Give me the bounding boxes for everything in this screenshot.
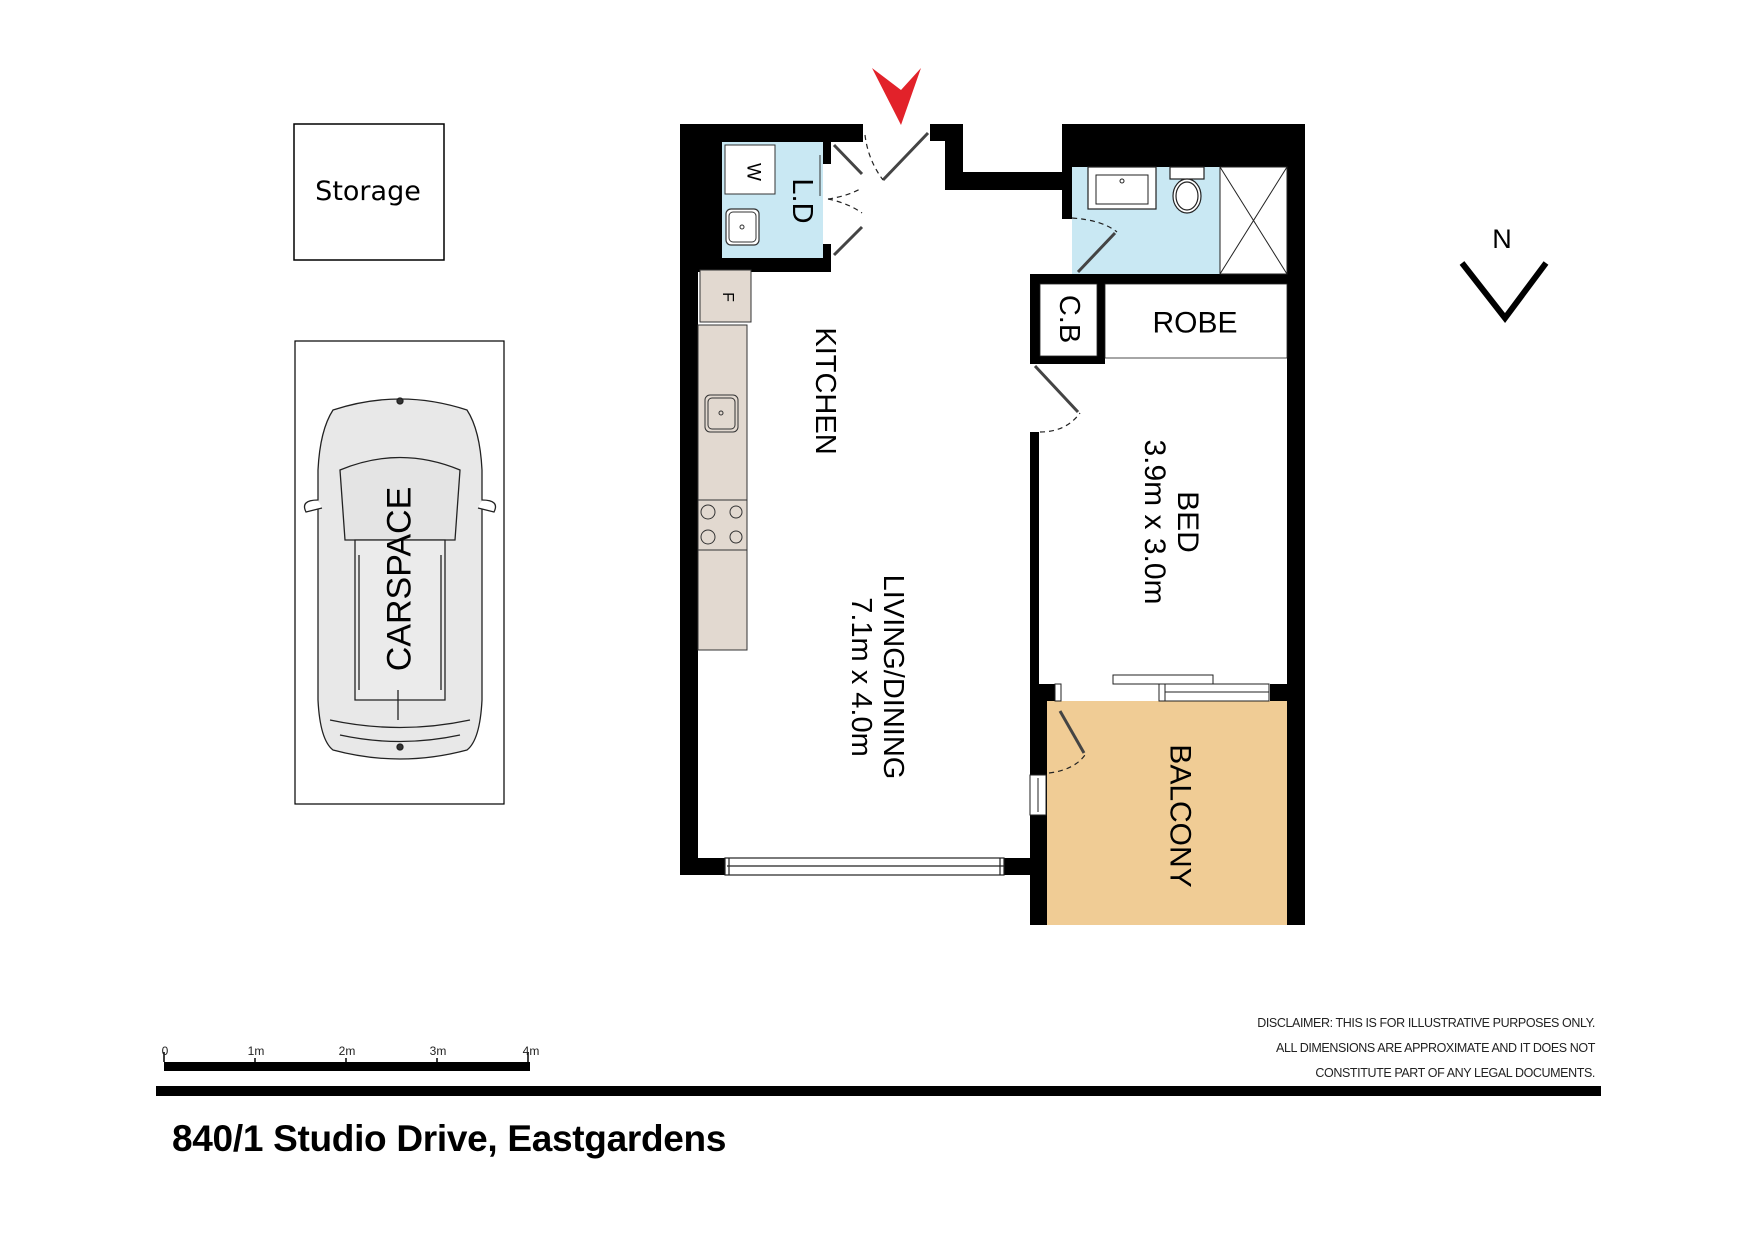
north-label: N xyxy=(1492,224,1512,254)
scale-bar xyxy=(163,1052,530,1071)
robe xyxy=(1104,283,1288,359)
carspace-label: CARSPACE xyxy=(380,486,419,672)
north-arrow-icon xyxy=(1459,261,1549,323)
storage-box xyxy=(293,123,445,261)
balcony-area xyxy=(1047,701,1287,925)
walls xyxy=(680,124,1305,925)
living-dining-label: LIVING/DINING 7.1m x 4.0m xyxy=(844,574,909,780)
washer-label: W xyxy=(742,163,764,181)
kitchen-counter xyxy=(697,269,752,651)
disclaimer: DISCLAIMER: THIS IS FOR ILLUSTRATIVE PUR… xyxy=(1257,1011,1595,1086)
laundry-tub xyxy=(725,208,760,246)
fridge xyxy=(699,269,752,323)
scale-tick: 2m xyxy=(338,1044,356,1058)
scale-tick: 4m xyxy=(522,1044,540,1058)
entry-arrow-icon xyxy=(872,68,921,125)
disclaimer-line: CONSTITUTE PART OF ANY LEGAL DOCUMENTS. xyxy=(1315,1066,1595,1080)
divider-rule xyxy=(156,1086,1601,1096)
kitchen-label: KITCHEN xyxy=(808,327,841,455)
storage-label: Storage xyxy=(315,176,421,208)
bed-sliding-door xyxy=(1054,674,1270,702)
shower xyxy=(1219,166,1288,275)
fridge-label: F xyxy=(718,292,736,302)
living-dims: 7.1m x 4.0m xyxy=(845,597,877,757)
living-name: LIVING/DINING xyxy=(876,574,909,780)
scale-tick: 0 xyxy=(161,1044,169,1058)
cupboard-label: C.B xyxy=(1052,294,1085,344)
washer xyxy=(724,144,776,195)
balcony-label: BALCONY xyxy=(1163,744,1197,888)
laundry-label: L.D xyxy=(785,178,818,224)
scale-tick: 1m xyxy=(247,1044,265,1058)
property-address-title: 840/1 Studio Drive, Eastgardens xyxy=(172,1118,727,1159)
disclaimer-line: ALL DIMENSIONS ARE APPROXIMATE AND IT DO… xyxy=(1276,1041,1595,1055)
living-sliding-door xyxy=(724,857,1005,876)
robe-label: ROBE xyxy=(1152,306,1238,340)
cupboard xyxy=(1039,283,1098,357)
toilet xyxy=(1169,166,1205,214)
car-icon xyxy=(303,397,497,760)
disclaimer-line: DISCLAIMER: THIS IS FOR ILLUSTRATIVE PUR… xyxy=(1257,1016,1595,1030)
bed-name: BED xyxy=(1171,491,1204,553)
bed-label: BED 3.9m x 3.0m xyxy=(1138,439,1204,604)
scale-tick: 3m xyxy=(429,1044,447,1058)
bed-dims: 3.9m x 3.0m xyxy=(1138,439,1171,605)
